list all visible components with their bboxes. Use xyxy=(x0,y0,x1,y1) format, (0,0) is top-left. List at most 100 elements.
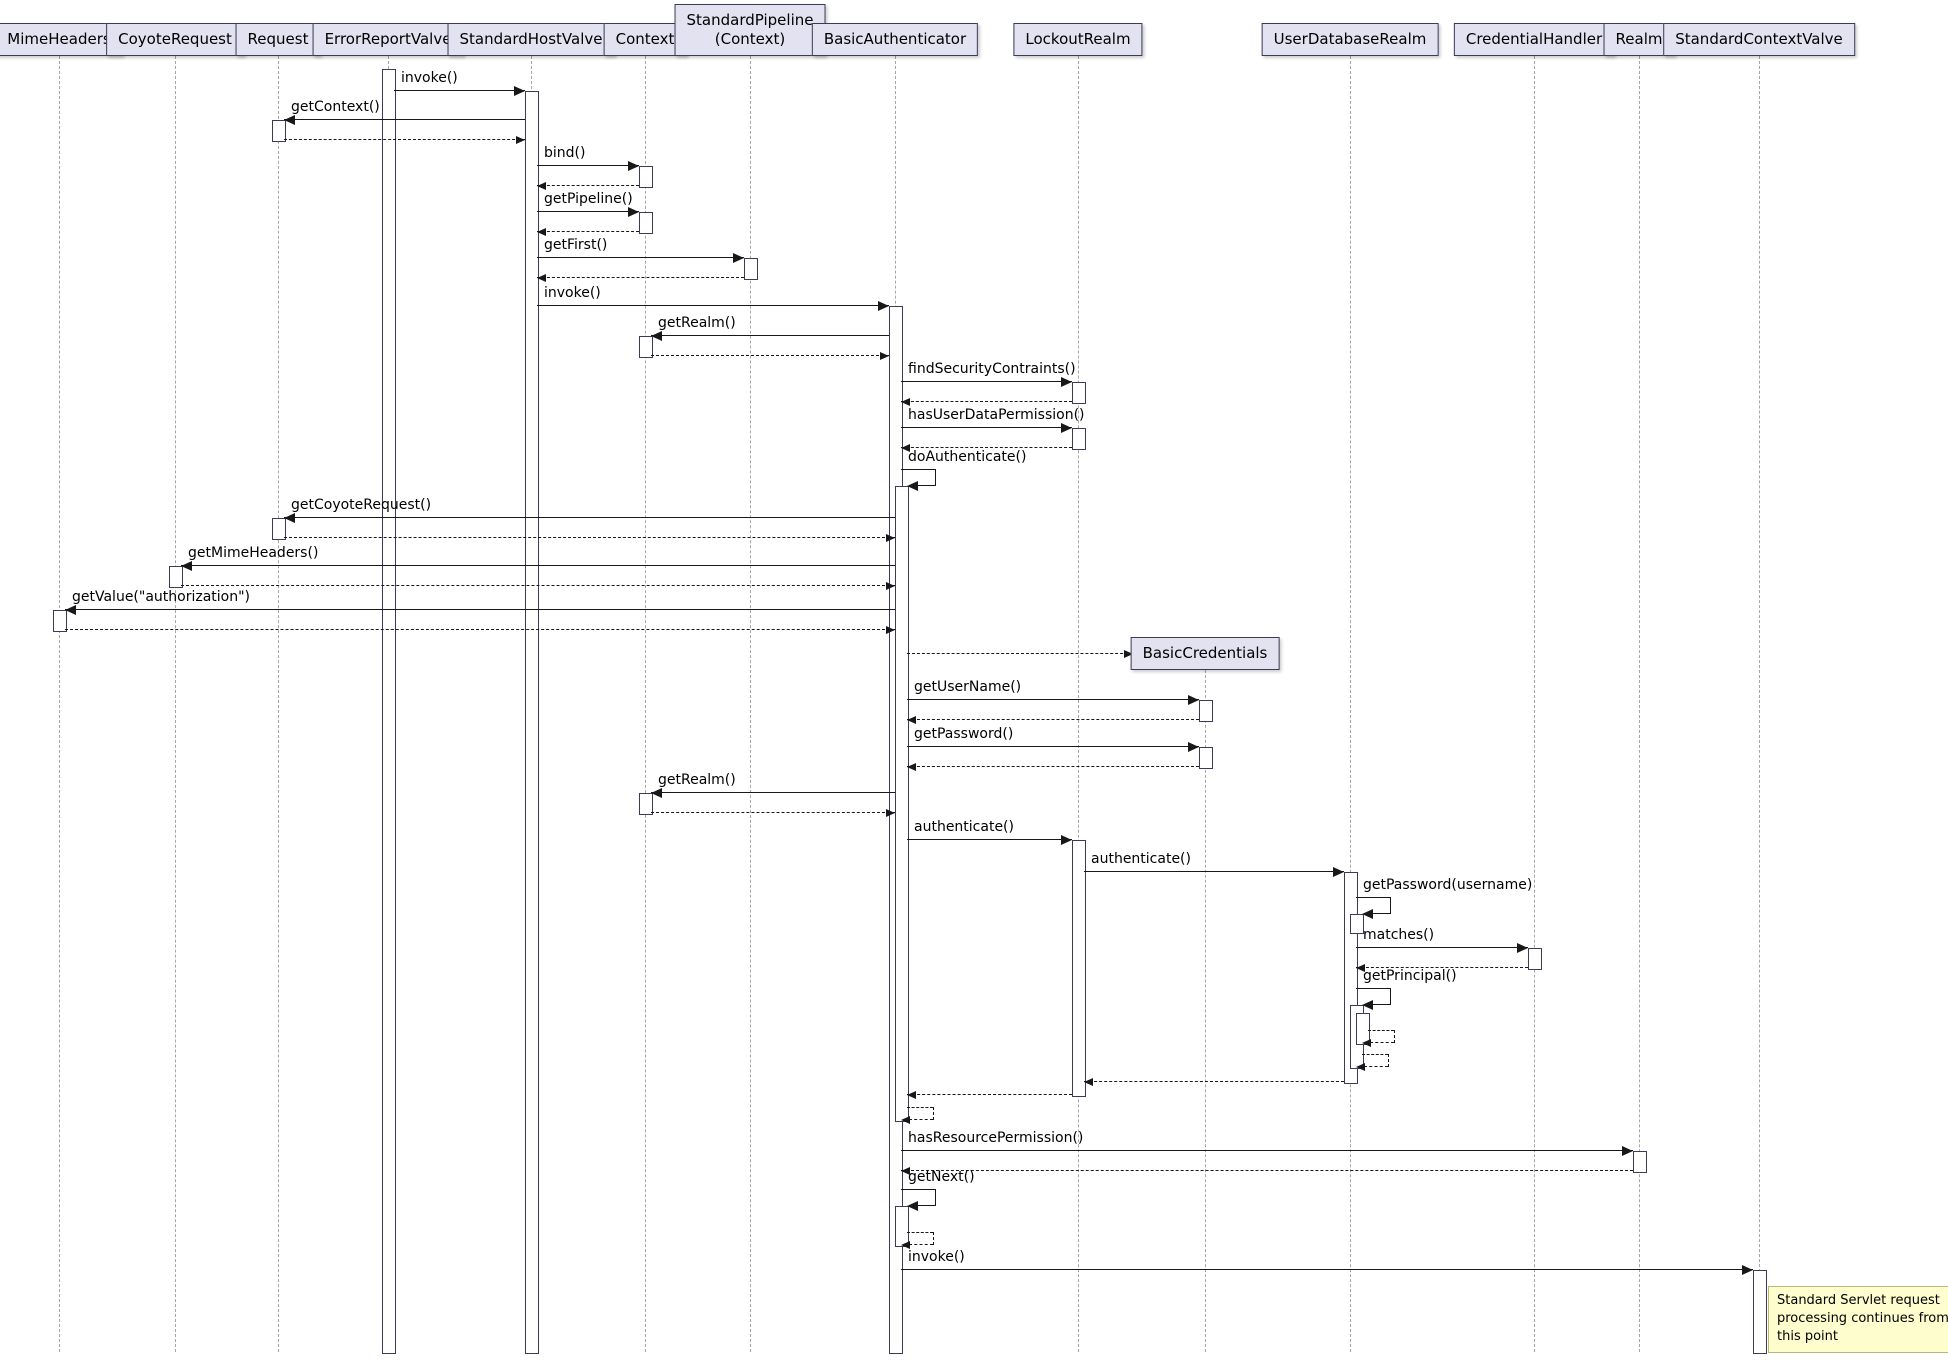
participant-userdatabaserealm: UserDatabaseRealm xyxy=(1261,23,1439,56)
message-line xyxy=(901,1150,1633,1151)
participant-credentialhandler: CredentialHandler xyxy=(1453,23,1615,56)
self-call-line xyxy=(1390,988,1391,1005)
activation-coyoterequest xyxy=(169,566,183,588)
arrowhead xyxy=(901,1116,910,1124)
activation-standardhostvalve xyxy=(525,91,539,1354)
message-line xyxy=(284,139,525,140)
message-label: getValue("authorization") xyxy=(72,589,251,605)
message-label: bind() xyxy=(544,145,586,161)
self-call-line xyxy=(917,1205,935,1206)
message-line xyxy=(907,1094,1072,1095)
activation-context xyxy=(639,793,653,815)
arrowhead xyxy=(514,86,525,96)
activation-errorreportvalve xyxy=(382,69,396,1354)
arrowhead xyxy=(1188,695,1199,705)
self-return-line xyxy=(1388,1054,1389,1067)
activation-basicauthenticator xyxy=(895,486,909,1122)
message-line xyxy=(284,119,525,120)
arrowhead xyxy=(733,253,744,263)
arrowhead xyxy=(1188,742,1199,752)
arrowhead xyxy=(1517,943,1528,953)
message-line xyxy=(907,719,1199,720)
self-call-line xyxy=(1390,897,1391,914)
activation-credentialhandler xyxy=(1528,948,1542,970)
participant-basicauthenticator: BasicAuthenticator xyxy=(811,23,979,56)
message-label: getPrincipal() xyxy=(1363,968,1457,984)
message-label: hasUserDataPermission() xyxy=(908,407,1085,423)
self-return-line xyxy=(1368,1030,1394,1031)
arrowhead xyxy=(907,481,918,491)
activation-standardcontextvalve xyxy=(1753,1270,1767,1354)
arrowhead xyxy=(651,788,662,798)
message-line xyxy=(284,537,895,538)
message-line xyxy=(901,447,1072,448)
message-label: getMimeHeaders() xyxy=(188,545,319,561)
message-line xyxy=(537,277,744,278)
message-label: authenticate() xyxy=(914,819,1014,835)
participant-context: Context xyxy=(603,23,687,56)
message-line xyxy=(284,517,895,518)
participant-request: Request xyxy=(235,23,321,56)
message-label: getNext() xyxy=(908,1169,975,1185)
message-line xyxy=(907,746,1199,747)
self-call-line xyxy=(917,485,935,486)
lifeline-basiccredentials xyxy=(1205,670,1206,1352)
arrowhead xyxy=(1622,1146,1633,1156)
arrowhead xyxy=(907,1201,918,1211)
activation-request xyxy=(272,120,286,142)
message-label: hasResourcePermission() xyxy=(908,1130,1084,1146)
self-return-line xyxy=(909,1244,933,1245)
self-return-line xyxy=(933,1232,934,1245)
arrowhead xyxy=(1362,1039,1371,1047)
activation-standardpipeline xyxy=(744,258,758,280)
activation-basiccredentials xyxy=(1199,700,1213,722)
arrowhead xyxy=(1356,964,1365,972)
message-label: getCoyoteRequest() xyxy=(291,497,432,513)
self-return-line xyxy=(933,1107,934,1120)
lifeline-userdatabaserealm xyxy=(1350,56,1351,1352)
activation-lockoutrealm xyxy=(1072,382,1086,404)
lifeline-request xyxy=(278,56,279,1352)
arrowhead xyxy=(284,115,295,125)
message-line xyxy=(651,335,889,336)
arrowhead xyxy=(901,444,910,452)
arrowhead xyxy=(901,398,910,406)
message-line xyxy=(181,585,895,586)
arrowhead xyxy=(1356,1063,1365,1071)
message-line xyxy=(907,653,1133,654)
arrowhead xyxy=(886,809,895,817)
arrowhead xyxy=(628,207,639,217)
activation-mimeheaders xyxy=(53,610,67,632)
lifeline-coyoterequest xyxy=(175,56,176,1352)
arrowhead xyxy=(1061,377,1072,387)
participant-standardpipeline: StandardPipeline (Context) xyxy=(674,4,826,56)
arrowhead xyxy=(537,228,546,236)
self-return-line xyxy=(1362,1054,1388,1055)
arrowhead xyxy=(537,274,546,282)
message-line xyxy=(651,355,889,356)
message-line xyxy=(1356,947,1528,948)
arrowhead xyxy=(1084,1078,1093,1086)
participant-standardcontextvalve: StandardContextValve xyxy=(1663,23,1855,56)
activation-basiccredentials xyxy=(1199,747,1213,769)
message-line xyxy=(1084,871,1344,872)
message-label: getPassword(username) xyxy=(1363,877,1533,893)
message-label: matches() xyxy=(1363,927,1435,943)
activation-realm xyxy=(1633,1151,1647,1173)
message-label: getRealm() xyxy=(658,772,736,788)
message-line xyxy=(1084,1081,1344,1082)
lifeline-lockoutrealm xyxy=(1078,56,1079,1352)
message-line xyxy=(394,90,525,91)
activation-request xyxy=(272,518,286,540)
arrowhead xyxy=(901,1241,910,1249)
lifeline-realm xyxy=(1639,56,1640,1352)
activation-lockoutrealm xyxy=(1072,428,1086,450)
message-line xyxy=(901,1170,1633,1171)
participant-basiccredentials: BasicCredentials xyxy=(1130,637,1280,670)
message-label: getRealm() xyxy=(658,315,736,331)
self-call-line xyxy=(1372,913,1390,914)
activation-userdatabaserealm xyxy=(1350,914,1364,934)
message-line xyxy=(65,609,895,610)
self-call-line xyxy=(935,1189,936,1206)
self-return-line xyxy=(907,1107,933,1108)
